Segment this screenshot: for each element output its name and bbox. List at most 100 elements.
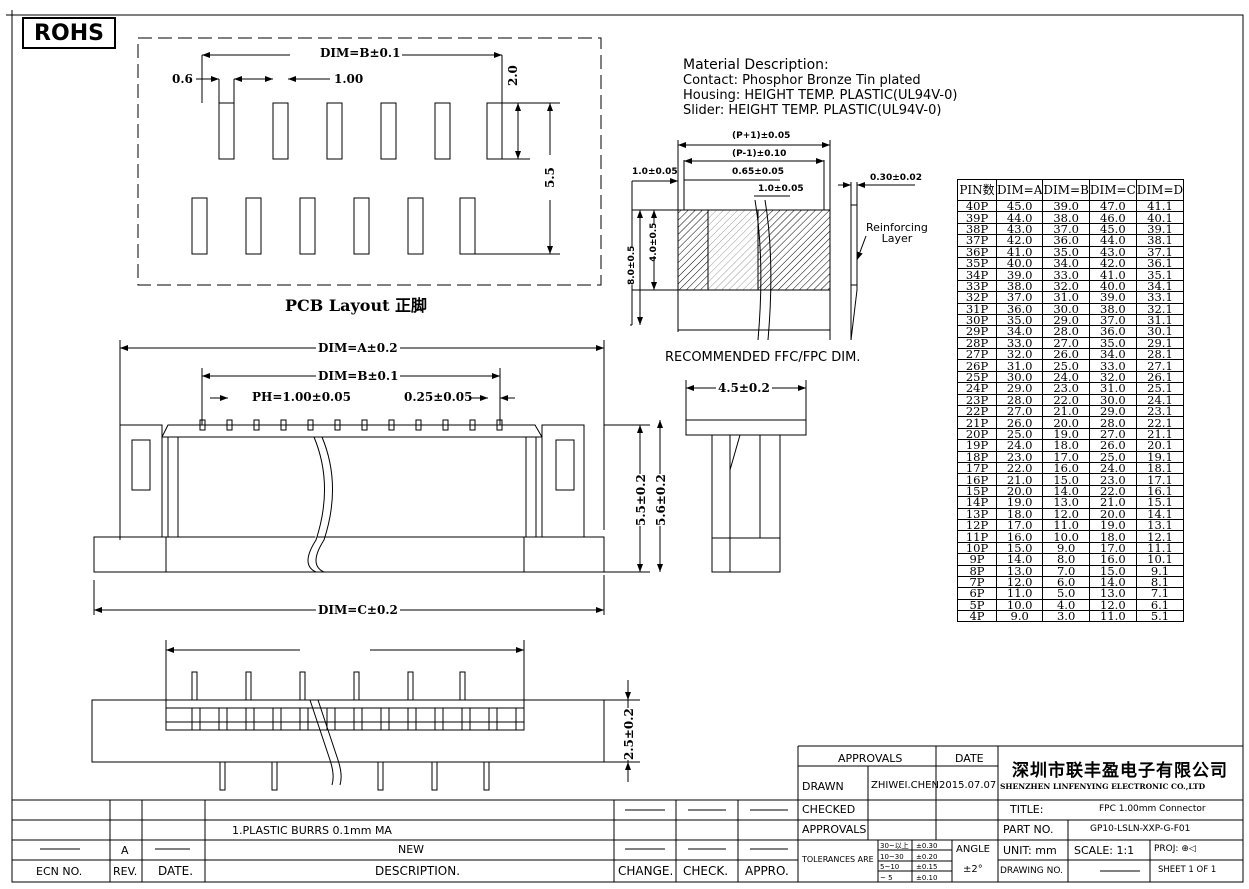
tb-proj: PROJ: ⊕◁: [1154, 844, 1196, 854]
front-pin: [199, 419, 206, 431]
tb-angle: ANGLE: [956, 844, 990, 855]
bottom-pin: [191, 707, 201, 731]
pin-table-cell: 13.0: [995, 565, 1044, 577]
bottom-pin: [515, 707, 525, 731]
reinforcing-word: Reinforcing: [866, 221, 928, 234]
bottom-lead-top: [191, 671, 198, 701]
bottom-lead-top: [407, 671, 414, 701]
front-height-2: 5.6±0.2: [654, 474, 668, 526]
tb-drawing-no: DRAWING NO.: [1000, 866, 1063, 876]
tb-tol-ranges: 30~以上 10~30 5~10 ~ 5: [880, 841, 909, 883]
tb-sheet: SHEET 1 OF 1: [1158, 865, 1217, 875]
pin-table-cell: 42.0: [995, 234, 1044, 247]
pin-table-cell: 5.1: [1135, 610, 1185, 623]
pcb-bottom-pads: [191, 197, 476, 255]
front-pin: [469, 419, 476, 431]
bottom-view: [91, 640, 640, 791]
pin-table-cell: 26.1: [1135, 371, 1185, 384]
pin-table-cell: 31.1: [1135, 314, 1185, 327]
front-pitch: PH=1.00±0.05: [252, 390, 351, 404]
pin-table-cell: 36.1: [1135, 257, 1185, 270]
pin-table-cell: 24.1: [1135, 394, 1185, 407]
pin-table-cell: 33.0: [995, 337, 1044, 350]
rev-letter: A: [121, 844, 129, 857]
pin-table-cell: 45.0: [995, 200, 1044, 213]
tb-approvals: APPROVALS: [838, 752, 903, 765]
pin-table-cell: 40.1: [1135, 212, 1185, 224]
company-name-cn: 深圳市联丰盈电子有限公司: [1012, 761, 1228, 781]
pin-table-cell: 9.0: [995, 610, 1044, 623]
pcb-dim-b: DIM=B±0.1: [318, 46, 403, 60]
tb-approvals-2: APPROVALS: [802, 823, 867, 836]
rohs-badge: ROHS: [22, 17, 116, 49]
pin-table-cell: 14.1: [1135, 508, 1185, 520]
tb-drawn-by: ZHIWEI.CHEN: [871, 780, 939, 791]
front-pin-width: 0.25±0.05: [404, 390, 473, 404]
pin-table-cell: 6.1: [1135, 599, 1185, 612]
pcb-dim-06: 0.6: [172, 72, 193, 86]
pin-table-cell: 27.0: [995, 405, 1044, 418]
pcb-layout-frame: [137, 37, 602, 286]
material-description: Material Description: Contact: Phosphor …: [683, 57, 957, 119]
pin-table-header: DIM=A: [995, 179, 1044, 201]
pin-table-cell: 36.0: [995, 303, 1044, 315]
bottom-lead-top: [245, 671, 252, 701]
pin-table-cell: 28.0: [995, 394, 1044, 407]
pin-table-cell: 8.1: [1135, 576, 1185, 589]
front-pin: [442, 419, 449, 431]
bottom-pin: [488, 707, 498, 731]
front-pin: [496, 419, 503, 431]
sheet-border: [11, 14, 1244, 883]
material-contact: Contact: Phosphor Bronze Tin plated: [683, 73, 921, 88]
material-slider: Slider: HEIGHT TEMP. PLASTIC(UL94V-0): [683, 103, 942, 118]
pin-table-header: DIM=D: [1135, 179, 1185, 201]
pin-table-cell: 16.0: [995, 531, 1044, 543]
tol-range-3: 5~10: [880, 863, 900, 871]
material-title: Material Description:: [683, 57, 829, 73]
front-pin: [253, 419, 260, 431]
pin-table-cell: 31.0: [995, 360, 1044, 372]
pin-table-cell: 20.1: [1135, 439, 1185, 452]
side-width: 4.5±0.2: [716, 381, 772, 395]
pin-table-cell: 13.1: [1135, 519, 1185, 532]
tb-title-value: FPC 1.00mm Connector: [1099, 804, 1206, 814]
pin-table-cell: 27.1: [1135, 360, 1185, 372]
bottom-pin: [299, 707, 309, 731]
ffc-dim-v2: 8.0±0.5: [627, 245, 637, 285]
ffc-dim-v1: 4.0±0.5: [649, 222, 659, 262]
reinforcing-label: Reinforcing Layer: [866, 222, 928, 244]
bottom-lead-top: [299, 671, 306, 701]
pin-table-cell: 17.1: [1135, 474, 1185, 486]
front-pin: [415, 419, 422, 431]
ffc-dim-p2: (P-1)±0.10: [732, 149, 787, 159]
tol-range-2: 10~30: [880, 852, 904, 861]
bottom-pin: [272, 707, 282, 731]
pin-table-cell: 30.1: [1135, 326, 1185, 338]
pin-table-cell: 15.1: [1135, 496, 1185, 509]
bottom-lead-top: [459, 671, 466, 701]
bottom-pin: [326, 707, 336, 731]
rev-h-change: CHANGE.: [618, 864, 674, 878]
rev-h-check: CHECK.: [683, 864, 729, 878]
tb-proj-label: PROJ:: [1154, 844, 1179, 854]
pin-table-cell: 15.0: [995, 542, 1044, 555]
pin-table-cell: 25.0: [995, 428, 1044, 441]
bottom-pin: [407, 707, 417, 731]
